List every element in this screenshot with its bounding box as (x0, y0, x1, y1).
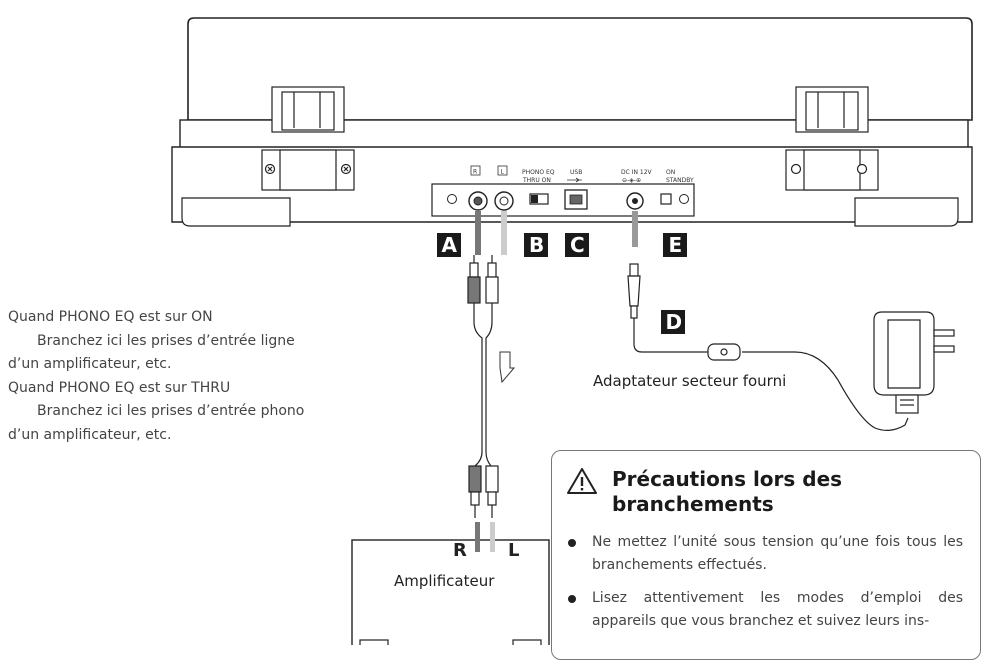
connection-diagram: R L PHONO EQ THRU ON USB DC IN 12V ⊖-◈-⊕… (171, 17, 973, 645)
dc-plug-connected (632, 211, 638, 247)
plug-r-connected (475, 211, 481, 255)
standby-label: STANDBY (666, 177, 694, 184)
phono-eq-label: PHONO EQ (522, 169, 555, 176)
amplifier-name: Amplificateur (394, 572, 495, 590)
caution-item: Ne mettez l’unité sous tension qu’une fo… (568, 531, 963, 577)
badge-d: D (661, 310, 685, 334)
amplifier-l-label: L (508, 540, 519, 561)
panel-r-label: R (473, 169, 477, 176)
amplifier-r-label: R (453, 540, 467, 561)
usb-icon (567, 177, 582, 183)
svg-text:A: A (442, 233, 458, 257)
right-foot (854, 197, 959, 227)
jack-description: Quand PHONO EQ est sur ON Branchez ici l… (8, 306, 348, 447)
ac-adapter (873, 311, 955, 414)
desc-thru-heading: Quand PHONO EQ est sur THRU (8, 379, 231, 396)
plug-l-connected (501, 211, 507, 255)
ferrite-core (705, 343, 741, 361)
turntable-lid (187, 17, 973, 121)
power-cable (627, 263, 909, 431)
right-hinge (785, 86, 879, 191)
svg-text:B: B (529, 233, 544, 257)
caution-item: Lisez attentivement les modes d’emploi d… (568, 587, 963, 633)
phono-eq-positions: THRU ON (522, 177, 551, 184)
caution-list: Ne mettez l’unité sous tension qu’une fo… (568, 531, 963, 643)
standby-button[interactable] (660, 193, 672, 205)
badge-c: C (565, 233, 589, 257)
adapter-label: Adaptateur secteur fourni (593, 372, 786, 390)
svg-text:D: D (666, 310, 683, 334)
svg-text:C: C (570, 233, 585, 257)
badge-e: E (663, 233, 687, 257)
usb-label: USB (570, 169, 582, 176)
desc-on-line1: Branchez ici les prises d’entrée ligne (37, 332, 295, 349)
phono-eq-switch[interactable] (529, 193, 549, 205)
rca-cable (467, 255, 499, 518)
panel-screw-left (447, 194, 457, 204)
signal-direction-icon (499, 351, 516, 384)
panel-l-label: L (501, 169, 505, 176)
desc-on-line2: d’un amplificateur, etc. (8, 356, 172, 372)
panel-screw-right (679, 194, 689, 204)
left-hinge (261, 86, 355, 191)
amplifier (351, 522, 550, 645)
caution-box: Précautions lors des branchements Ne met… (551, 450, 981, 660)
desc-on-heading: Quand PHONO EQ est sur ON (8, 309, 213, 325)
desc-thru-line2: d’un amplificateur, etc. (8, 426, 172, 443)
left-foot (181, 197, 291, 227)
svg-text:E: E (669, 233, 683, 257)
dc-in-label: DC IN 12V (621, 169, 653, 176)
warning-icon (567, 468, 597, 494)
badge-a: A (437, 233, 461, 257)
dc-polarity-icon: ⊖-◈-⊕ (622, 177, 641, 184)
badge-b: B (524, 233, 548, 257)
on-label: ON (666, 169, 675, 176)
desc-thru-line1: Branchez ici les prises d’entrée phono (37, 403, 305, 419)
caution-title: Précautions lors des branchements (612, 467, 843, 516)
